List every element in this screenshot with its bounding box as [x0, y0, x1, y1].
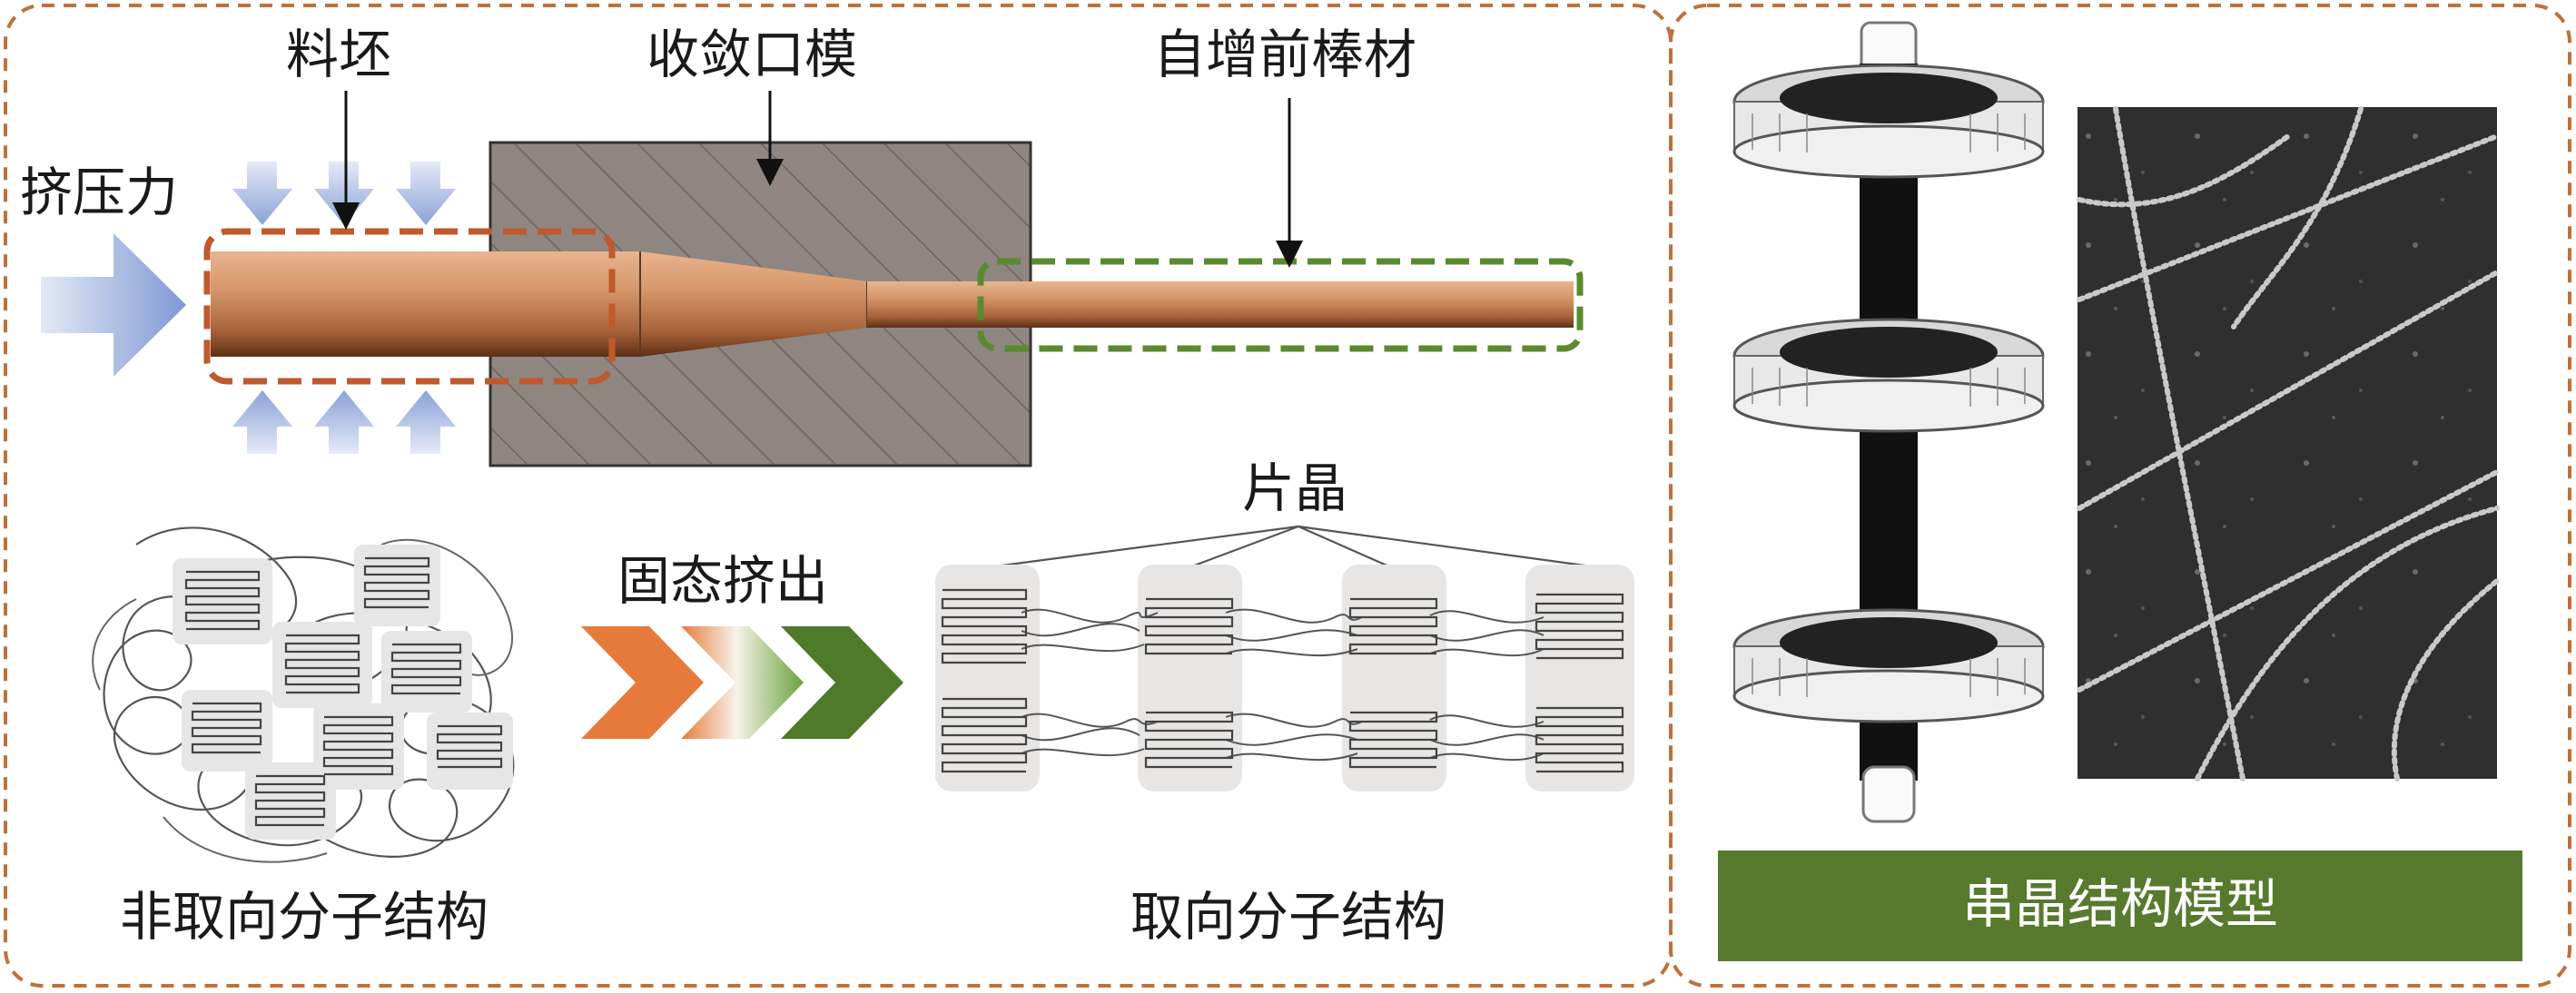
die-label: 收敛口模: [646, 24, 857, 85]
lamella-label: 片晶: [1242, 457, 1347, 519]
oriented-label: 取向分子结构: [1130, 886, 1446, 948]
force-label: 挤压力: [20, 162, 178, 223]
extrusion-force-arrow: [41, 233, 186, 377]
process-label: 固态挤出: [617, 550, 828, 612]
billet-highlight-box: [203, 228, 616, 385]
bottom-pressure-arrows: [232, 390, 456, 454]
lamella-pointer-lines: [987, 525, 1599, 569]
kebab-discs: [1732, 64, 2045, 723]
shish-kebab-micrograph: [2077, 106, 2500, 782]
chevron-gradient: [681, 626, 804, 739]
chevron-orange: [581, 626, 704, 739]
billet-label: 料坯: [286, 24, 391, 85]
rod-label: 自增前棒材: [1153, 24, 1416, 85]
top-pressure-arrows: [232, 162, 456, 225]
extruded-rod: [867, 281, 1574, 328]
chevron-green: [781, 626, 903, 739]
unoriented-label: 非取向分子结构: [120, 886, 489, 948]
oriented-structure: 片晶: [935, 457, 1634, 948]
unoriented-structure: 非取向分子结构: [92, 526, 515, 948]
extrusion-schematic: 挤压力 料坯 收敛口模 自增前棒材: [20, 24, 1584, 467]
shish-kebab-model: [1732, 21, 2045, 823]
tie-chains: [1021, 608, 1545, 762]
process-arrow: 固态挤出: [581, 550, 903, 739]
right-panel-frame: [1669, 4, 2571, 988]
banner-box: [1718, 850, 2522, 961]
billet-rod: [211, 251, 642, 357]
folded-lamellae: [941, 588, 1624, 773]
die-cone: [640, 251, 867, 357]
banner-label: 串晶结构模型: [1962, 873, 2278, 935]
